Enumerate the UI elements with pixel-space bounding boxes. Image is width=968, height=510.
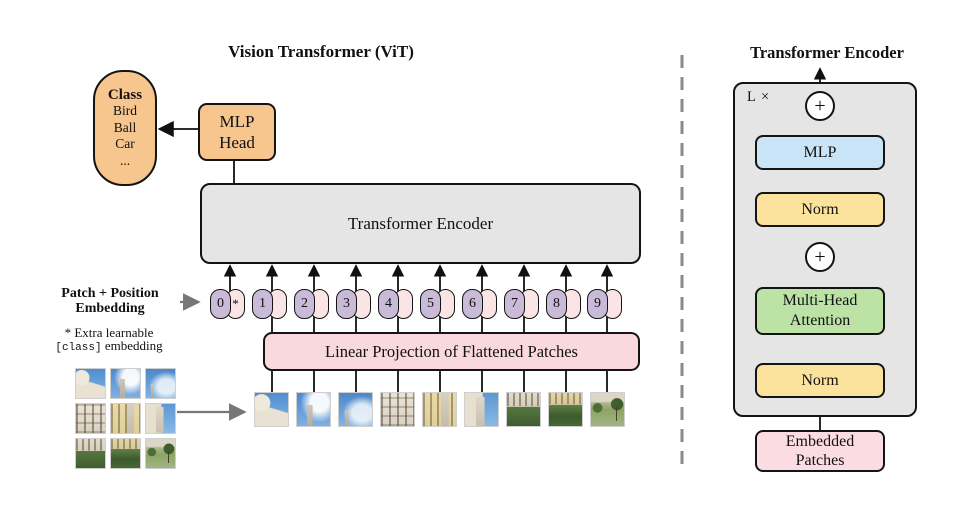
flattened-patch-7 bbox=[506, 392, 541, 427]
position-token-5: 5 bbox=[420, 289, 441, 319]
position-token-2: 2 bbox=[294, 289, 315, 319]
input-image-patch-2 bbox=[110, 368, 141, 399]
class-item-car: Car bbox=[115, 136, 135, 152]
footnote-line1: * Extra learnable bbox=[64, 325, 154, 340]
flattened-patch-8 bbox=[548, 392, 583, 427]
norm-box-bottom: Norm bbox=[755, 363, 885, 398]
flattened-patch-9 bbox=[590, 392, 625, 427]
footnote-line2: [class] embedding bbox=[28, 339, 190, 355]
embedded-patches-line1: Embedded bbox=[785, 433, 855, 450]
flattened-patch-5 bbox=[422, 392, 457, 427]
position-token-1: 1 bbox=[252, 289, 273, 319]
input-image-patch-8 bbox=[110, 438, 141, 469]
patch-position-embedding-label: Patch + Position Embedding bbox=[30, 286, 190, 316]
mlp-head-line2: Head bbox=[219, 133, 255, 152]
input-image-patch-9 bbox=[145, 438, 176, 469]
token-pair-7: 7 bbox=[504, 289, 542, 319]
norm-box-top: Norm bbox=[755, 192, 885, 227]
position-token-3: 3 bbox=[336, 289, 357, 319]
embedded-patches-line2: Patches bbox=[795, 452, 845, 469]
plus-icon: + bbox=[814, 95, 826, 117]
linear-projection-box: Linear Projection of Flattened Patches bbox=[263, 332, 640, 371]
class-token-footnote: * Extra learnable [class] embedding bbox=[28, 326, 190, 355]
token-pair-3: 3 bbox=[336, 289, 374, 319]
input-image-patch-1 bbox=[75, 368, 106, 399]
footnote-line2-rest: embedding bbox=[101, 338, 163, 353]
position-token-7: 7 bbox=[504, 289, 525, 319]
multi-head-attention-box: Multi-Head Attention bbox=[755, 287, 885, 335]
input-image-patch-7 bbox=[75, 438, 106, 469]
plus-icon: + bbox=[814, 246, 826, 268]
class-item-bird: Bird bbox=[112, 103, 137, 119]
vit-title: Vision Transformer (ViT) bbox=[228, 42, 414, 61]
flattened-patch-6 bbox=[464, 392, 499, 427]
token-pair-8: 8 bbox=[546, 289, 584, 319]
input-image-patch-4 bbox=[75, 403, 106, 434]
gray-wires bbox=[177, 293, 247, 421]
token-pair-6: 6 bbox=[462, 289, 500, 319]
class-item-ellipsis: ... bbox=[119, 152, 131, 168]
mlp-box: MLP bbox=[755, 135, 885, 170]
class-token-code: [class] bbox=[55, 342, 102, 354]
input-image-patch-5 bbox=[110, 403, 141, 434]
flattened-patch-2 bbox=[296, 392, 331, 427]
flattened-patch-3 bbox=[338, 392, 373, 427]
token-pair-1: 1 bbox=[252, 289, 290, 319]
embedding-label-line1: Patch + Position bbox=[61, 286, 159, 301]
mha-line2: Attention bbox=[789, 312, 851, 329]
token-pair-2: 2 bbox=[294, 289, 332, 319]
input-image-patch-3 bbox=[145, 368, 176, 399]
mha-line1: Multi-Head bbox=[782, 292, 858, 309]
mlp-head-line1: MLP bbox=[219, 112, 255, 131]
input-image-patch-6 bbox=[145, 403, 176, 434]
token-pair-0: 0 * bbox=[210, 289, 248, 319]
mlp-head-box: MLP Head bbox=[198, 103, 276, 161]
class-heading: Class bbox=[107, 86, 143, 103]
class-item-ball: Ball bbox=[113, 119, 137, 135]
residual-add-bottom: + bbox=[805, 242, 835, 272]
token-pair-5: 5 bbox=[420, 289, 458, 319]
position-token-6: 6 bbox=[462, 289, 483, 319]
embedded-patches-box: Embedded Patches bbox=[755, 430, 885, 472]
flattened-patch-4 bbox=[380, 392, 415, 427]
token-pair-4: 4 bbox=[378, 289, 416, 319]
position-token-9: 9 bbox=[587, 289, 608, 319]
encoder-detail-title: Transformer Encoder bbox=[750, 43, 904, 62]
embedding-label-line2: Embedding bbox=[75, 301, 145, 316]
transformer-encoder-box: Transformer Encoder bbox=[200, 183, 641, 264]
layers-count-label: L × bbox=[747, 89, 771, 105]
flattened-patch-1 bbox=[254, 392, 289, 427]
position-token-4: 4 bbox=[378, 289, 399, 319]
position-token-0: 0 bbox=[210, 289, 231, 319]
residual-add-top: + bbox=[805, 91, 835, 121]
position-token-8: 8 bbox=[546, 289, 567, 319]
class-output-pill: Class Bird Ball Car ... bbox=[93, 70, 157, 186]
token-pair-9: 9 bbox=[587, 289, 625, 319]
